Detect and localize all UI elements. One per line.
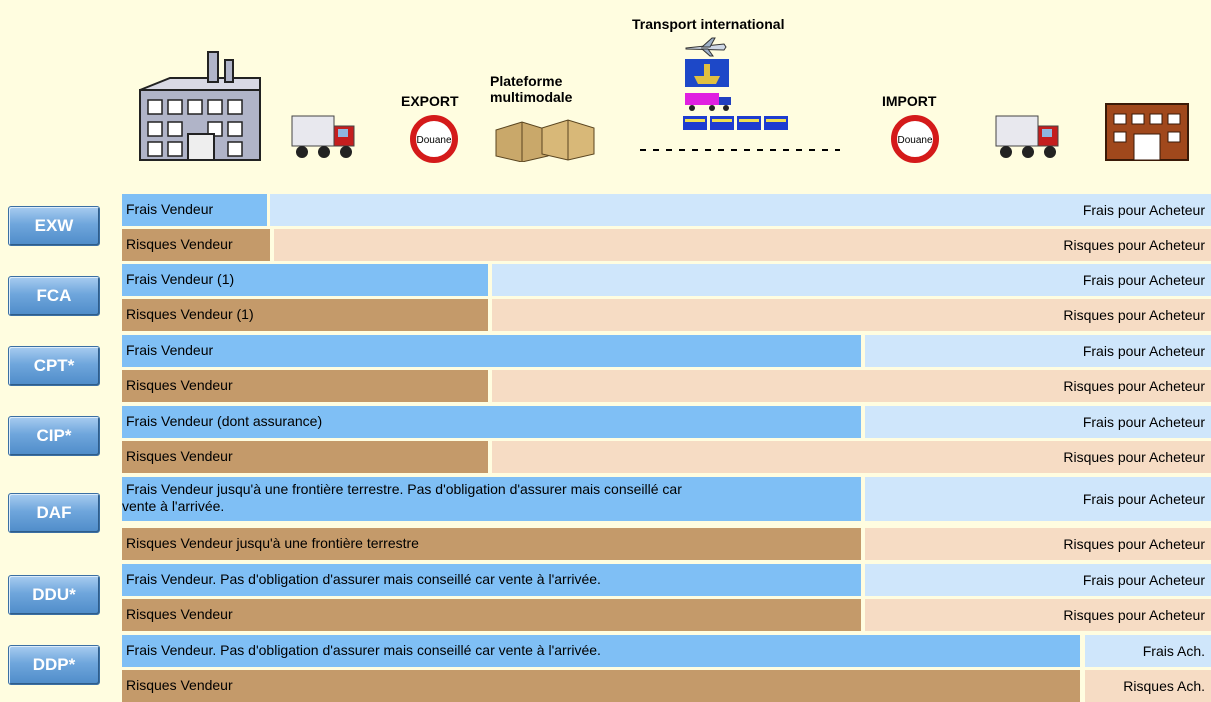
buyer-cost-segment: Frais Ach. (1085, 635, 1211, 667)
seller-risk-segment: Risques Vendeur (122, 229, 270, 261)
incoterm-badge-cpt[interactable]: CPT* (8, 346, 100, 386)
customs-stamp-text: Douane (897, 135, 932, 146)
incoterm-badge-cip[interactable]: CIP* (8, 416, 100, 456)
risk-row-exw: Risques pour Acheteur Risques Vendeur (122, 229, 1211, 261)
buyer-cost-segment: Frais pour Acheteur (865, 564, 1211, 596)
customs-stop-icon: Douane (891, 115, 939, 163)
buyer-cost-segment: Frais pour Acheteur (865, 335, 1211, 367)
export-label: EXPORT (401, 93, 459, 109)
buyer-risk-segment: Risques Ach. (1085, 670, 1211, 702)
seller-cost-segment: Frais Vendeur. Pas d'obligation d'assure… (122, 564, 861, 596)
airplane-icon (685, 37, 727, 57)
customs-stop-icon: Douane (410, 115, 458, 163)
transport-title: Transport international (632, 16, 785, 32)
frais-row-cip: Frais pour Acheteur Frais Vendeur (dont … (122, 406, 1211, 438)
seller-cost-line-2: vente à l'arrivée. (122, 498, 225, 514)
seller-cost-segment: Frais Vendeur (1) (122, 264, 488, 296)
risk-row-cip: Risques pour Acheteur Risques Vendeur (122, 441, 1211, 473)
incoterm-badge-fca[interactable]: FCA (8, 276, 100, 316)
seller-cost-segment: Frais Vendeur. Pas d'obligation d'assure… (122, 635, 1080, 667)
buyer-risk-segment: Risques pour Acheteur (865, 599, 1211, 631)
seller-risk-segment: Risques Vendeur jusqu'à une frontière te… (122, 528, 861, 560)
seller-cost-segment: Frais Vendeur (122, 194, 267, 226)
seller-risk-segment: Risques Vendeur (122, 599, 861, 631)
seller-cost-segment: Frais Vendeur (122, 335, 861, 367)
truck-icon (685, 93, 731, 111)
crates-icon (495, 119, 595, 162)
buyer-risk-segment: Risques pour Acheteur (492, 370, 1211, 402)
buyer-risk-segment: Risques pour Acheteur (492, 299, 1211, 331)
train-icon (683, 116, 788, 130)
truck-icon (291, 115, 355, 158)
buyer-risk-segment: Risques pour Acheteur (492, 441, 1211, 473)
warehouse-icon (1105, 103, 1189, 161)
risk-row-ddu: Risques pour Acheteur Risques Vendeur (122, 599, 1211, 631)
frais-row-ddp: Frais Ach. Frais Vendeur. Pas d'obligati… (122, 635, 1211, 667)
risk-row-daf: Risques pour Acheteur Risques Vendeur ju… (122, 528, 1211, 560)
seller-cost-segment: Frais Vendeur jusqu'à une frontière terr… (122, 477, 861, 521)
frais-row-exw: Frais pour Acheteur Frais Vendeur (122, 194, 1211, 226)
incoterm-badge-daf[interactable]: DAF (8, 493, 100, 533)
buyer-cost-segment: Frais pour Acheteur (270, 194, 1211, 226)
customs-stamp-text: Douane (416, 135, 451, 146)
buyer-risk-segment: Risques pour Acheteur (865, 528, 1211, 560)
seller-risk-segment: Risques Vendeur (122, 441, 488, 473)
frais-row-fca: Frais pour Acheteur Frais Vendeur (1) (122, 264, 1211, 296)
import-label: IMPORT (882, 93, 937, 109)
frais-row-daf: Frais pour Acheteur Frais Vendeur jusqu'… (122, 477, 1211, 521)
seller-cost-segment: Frais Vendeur (dont assurance) (122, 406, 861, 438)
seller-risk-segment: Risques Vendeur (1) (122, 299, 488, 331)
incoterm-badge-ddu[interactable]: DDU* (8, 575, 100, 615)
buyer-cost-segment: Frais pour Acheteur (865, 477, 1211, 521)
frais-row-ddu: Frais pour Acheteur Frais Vendeur. Pas d… (122, 564, 1211, 596)
transport-route-line (640, 149, 840, 151)
risk-row-fca: Risques pour Acheteur Risques Vendeur (1… (122, 299, 1211, 331)
incoterm-badge-ddp[interactable]: DDP* (8, 645, 100, 685)
buyer-cost-segment: Frais pour Acheteur (865, 406, 1211, 438)
seller-cost-line-1: Frais Vendeur jusqu'à une frontière terr… (126, 481, 682, 497)
ship-icon (685, 59, 729, 87)
frais-row-cpt: Frais pour Acheteur Frais Vendeur (122, 335, 1211, 367)
buyer-risk-segment: Risques pour Acheteur (274, 229, 1211, 261)
seller-risk-segment: Risques Vendeur (122, 370, 488, 402)
factory-icon (139, 51, 261, 161)
risk-row-cpt: Risques pour Acheteur Risques Vendeur (122, 370, 1211, 402)
truck-icon (995, 115, 1059, 158)
incoterm-badge-exw[interactable]: EXW (8, 206, 100, 246)
risk-row-ddp: Risques Ach. Risques Vendeur (122, 670, 1211, 702)
seller-risk-segment: Risques Vendeur (122, 670, 1080, 702)
platform-label: Plateforme multimodale (490, 73, 573, 105)
buyer-cost-segment: Frais pour Acheteur (492, 264, 1211, 296)
